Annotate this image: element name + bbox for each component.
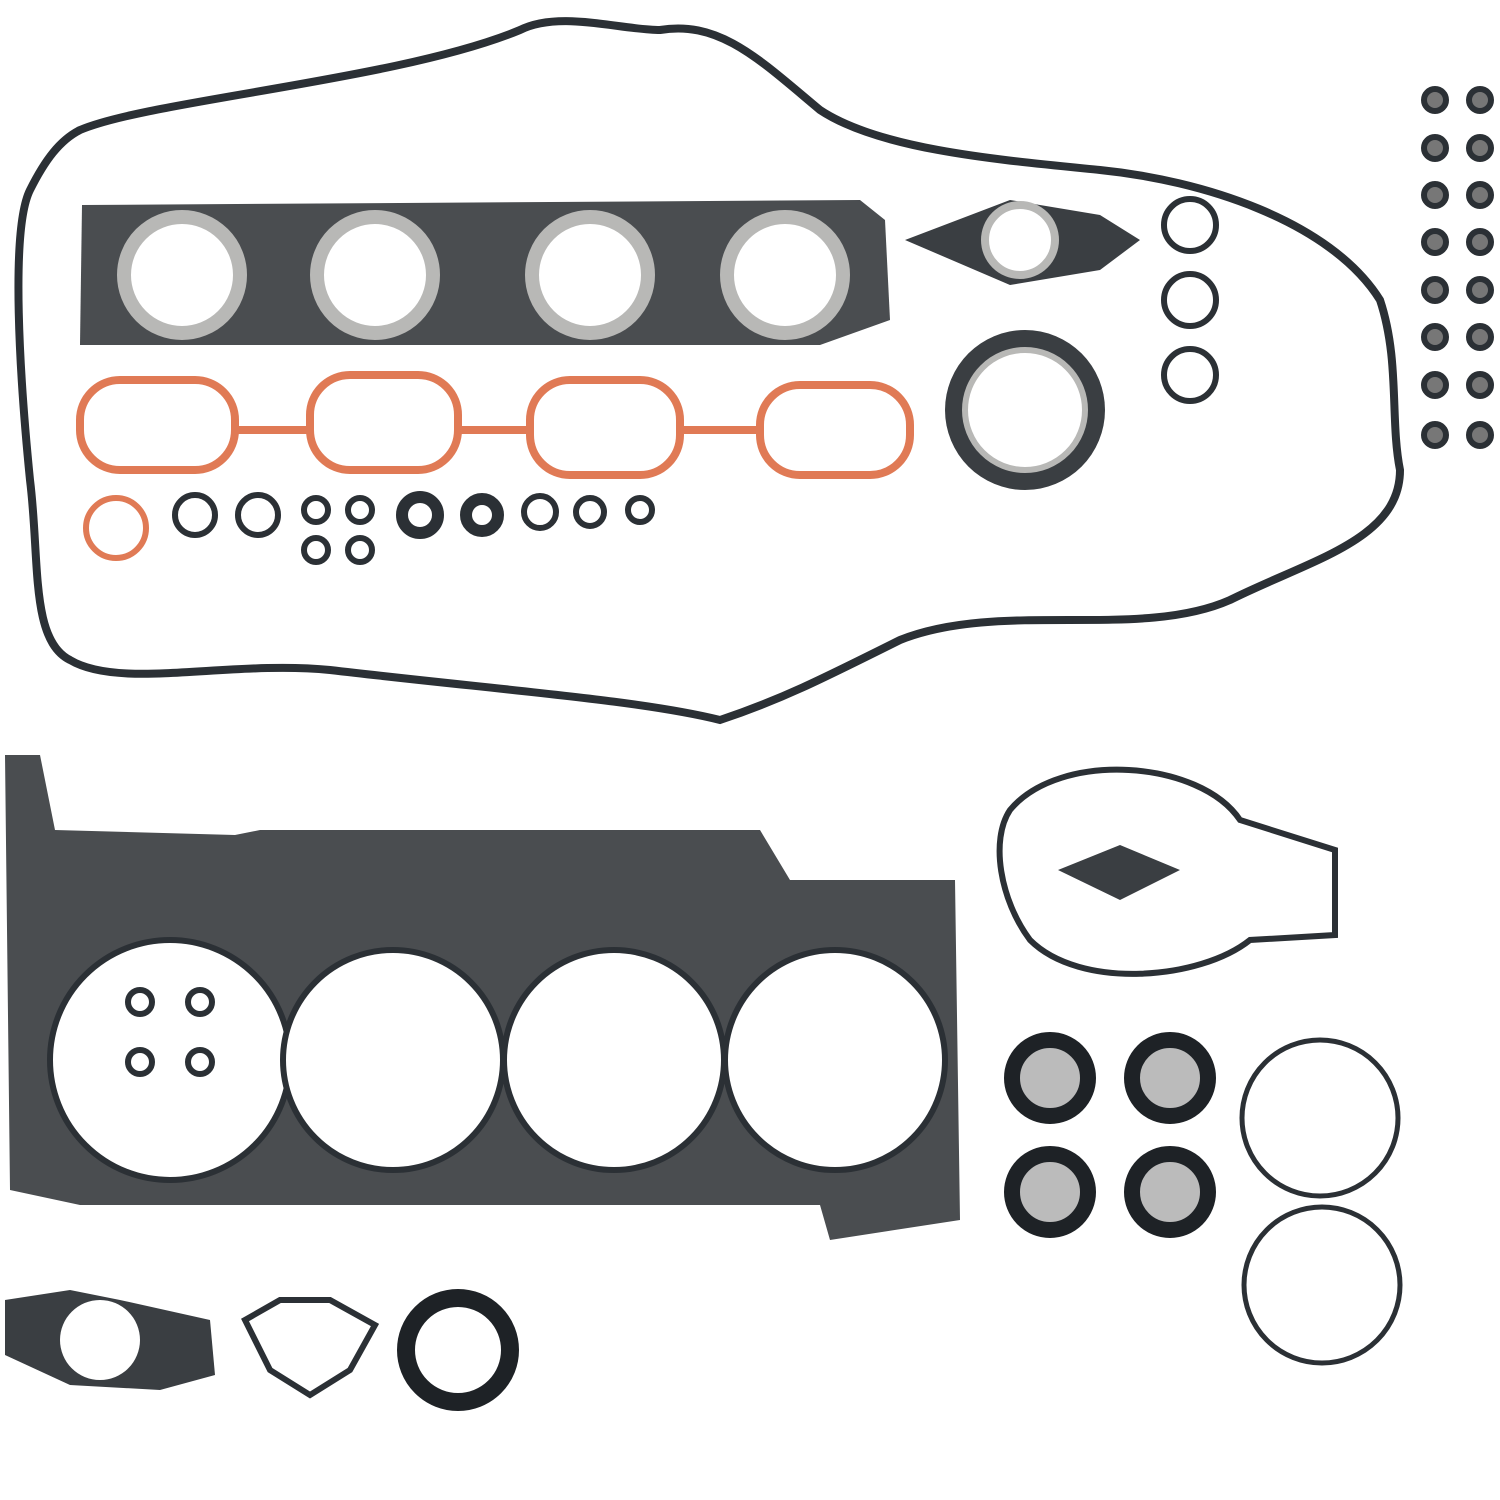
cylinder-head-gasket xyxy=(5,755,960,1240)
o-rings xyxy=(172,196,1219,565)
orange-seal xyxy=(83,495,149,561)
small-flange-gasket xyxy=(241,1297,380,1399)
crankshaft-seal xyxy=(397,1289,519,1411)
valve-stem-seals xyxy=(1421,86,1494,449)
water-pump-gasket xyxy=(996,766,1338,977)
large-o-rings xyxy=(1239,1037,1403,1366)
intake-manifold-gasket xyxy=(76,371,914,479)
camshaft-seals xyxy=(1004,1032,1216,1238)
exhaust-manifold-gasket xyxy=(80,200,890,345)
valve-cover-gasket xyxy=(14,17,1405,725)
